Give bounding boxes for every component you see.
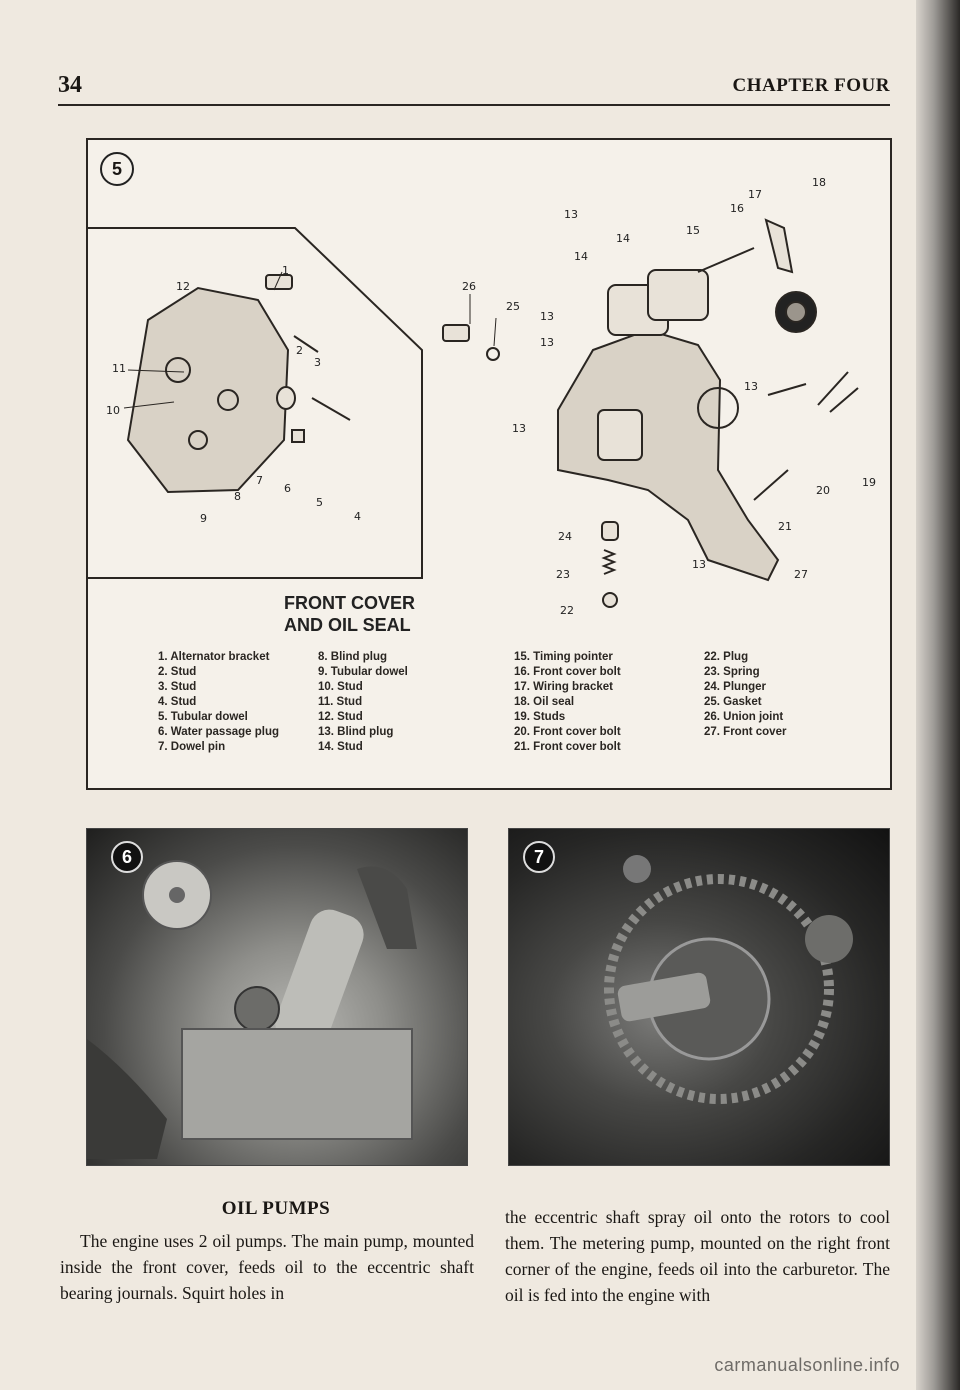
callout-8: 8 xyxy=(234,490,241,503)
callout-13b: 13 xyxy=(540,336,554,349)
callout-13f: 13 xyxy=(540,310,554,323)
legend-item: 1. Alternator bracket xyxy=(158,651,270,663)
callout-24: 24 xyxy=(558,530,572,543)
legend-item: 9. Tubular dowel xyxy=(318,666,408,678)
callout-13e: 13 xyxy=(692,558,706,571)
legend-item: 14. Stud xyxy=(318,741,363,753)
callout-13a: 13 xyxy=(564,208,578,221)
legend-item: 26. Union joint xyxy=(704,711,784,723)
legend-item: 16. Front cover bolt xyxy=(514,666,621,678)
header-rule xyxy=(58,104,890,106)
callout-14a: 14 xyxy=(574,250,588,263)
legend-item: 6. Water passage plug xyxy=(158,726,279,738)
body-text-left: The engine uses 2 oil pumps. The main pu… xyxy=(60,1231,474,1303)
callout-11: 11 xyxy=(112,362,126,375)
callout-16: 16 xyxy=(730,202,744,215)
legend-item: 21. Front cover bolt xyxy=(514,741,621,753)
page-edge-shadow xyxy=(916,0,960,1390)
callout-17: 17 xyxy=(748,188,762,201)
photo-7-shapes xyxy=(604,855,853,1104)
callout-18: 18 xyxy=(812,176,826,189)
legend-item: 20. Front cover bolt xyxy=(514,726,621,738)
callout-1: 1 xyxy=(282,264,289,277)
callout-23: 23 xyxy=(556,568,570,581)
figure-5-badge: 5 xyxy=(100,152,134,186)
callout-6: 6 xyxy=(284,482,291,495)
legend-item: 4. Stud xyxy=(158,696,197,708)
watermark: carmanualsonline.info xyxy=(714,1355,900,1375)
callout-9: 9 xyxy=(200,512,207,525)
legend-item: 13. Blind plug xyxy=(318,726,394,738)
photo-6-shapes xyxy=(87,860,417,1159)
callout-22: 22 xyxy=(560,604,574,617)
figure-5-box: 5 xyxy=(86,138,892,790)
callout-27: 27 xyxy=(794,568,808,581)
photo-7-badge: 7 xyxy=(523,841,555,873)
callout-21: 21 xyxy=(778,520,792,533)
legend-item: 7. Dowel pin xyxy=(158,741,226,753)
callout-13d: 13 xyxy=(744,380,758,393)
legend-item: 19. Studs xyxy=(514,711,566,723)
legend-item: 8. Blind plug xyxy=(318,651,387,663)
body-text-right: the eccentric shaft spray oil onto the r… xyxy=(505,1207,890,1305)
callout-14b: 14 xyxy=(616,232,630,245)
chapter-heading: CHAPTER FOUR xyxy=(732,75,890,96)
legend-item: 17. Wiring bracket xyxy=(514,681,613,693)
photo-6-engine-front: 6 xyxy=(86,828,468,1166)
callout-10: 10 xyxy=(106,404,120,417)
legend-item: 24. Plunger xyxy=(704,681,766,693)
legend-col-3: 15. Timing pointer 16. Front cover bolt … xyxy=(514,650,621,755)
legend-item: 15. Timing pointer xyxy=(514,651,613,663)
legend-item: 5. Tubular dowel xyxy=(158,711,248,723)
callout-2: 2 xyxy=(296,344,303,357)
legend-item: 25. Gasket xyxy=(704,696,762,708)
legend-item: 18. Oil seal xyxy=(514,696,575,708)
callout-25: 25 xyxy=(506,300,520,313)
inset-frame xyxy=(88,227,423,579)
callout-4: 4 xyxy=(354,510,361,523)
legend-col-2: 8. Blind plug 9. Tubular dowel 10. Stud … xyxy=(318,650,408,755)
legend-item: 3. Stud xyxy=(158,681,197,693)
legend-item: 12. Stud xyxy=(318,711,363,723)
callout-15: 15 xyxy=(686,224,700,237)
callout-3: 3 xyxy=(314,356,321,369)
legend-col-1: 1. Alternator bracket 2. Stud 3. Stud 4.… xyxy=(158,650,279,755)
callout-12: 12 xyxy=(176,280,190,293)
legend-item: 27. Front cover xyxy=(704,726,787,738)
callout-5: 5 xyxy=(316,496,323,509)
figure-5-title-line2: AND OIL SEAL xyxy=(284,615,411,635)
figure-5-title: FRONT COVER AND OIL SEAL xyxy=(284,592,415,636)
callout-26: 26 xyxy=(462,280,476,293)
legend-item: 23. Spring xyxy=(704,666,760,678)
page-number: 34 xyxy=(58,72,82,98)
callout-19: 19 xyxy=(862,476,876,489)
legend-col-4: 22. Plug 23. Spring 24. Plunger 25. Gask… xyxy=(704,650,786,740)
legend-item: 11. Stud xyxy=(318,696,363,708)
photo-7-timing-chain: 7 xyxy=(508,828,890,1166)
callout-7: 7 xyxy=(256,474,263,487)
callout-13c: 13 xyxy=(512,422,526,435)
legend-item: 10. Stud xyxy=(318,681,363,693)
section-heading-oil-pumps: OIL PUMPS xyxy=(221,1198,331,1219)
photo-6-badge: 6 xyxy=(111,841,143,873)
legend-item: 2. Stud xyxy=(158,666,197,678)
exploded-view-drawing xyxy=(123,218,859,608)
callout-20: 20 xyxy=(816,484,830,497)
legend-item: 22. Plug xyxy=(704,651,749,663)
figure-5-title-line1: FRONT COVER xyxy=(284,593,416,613)
